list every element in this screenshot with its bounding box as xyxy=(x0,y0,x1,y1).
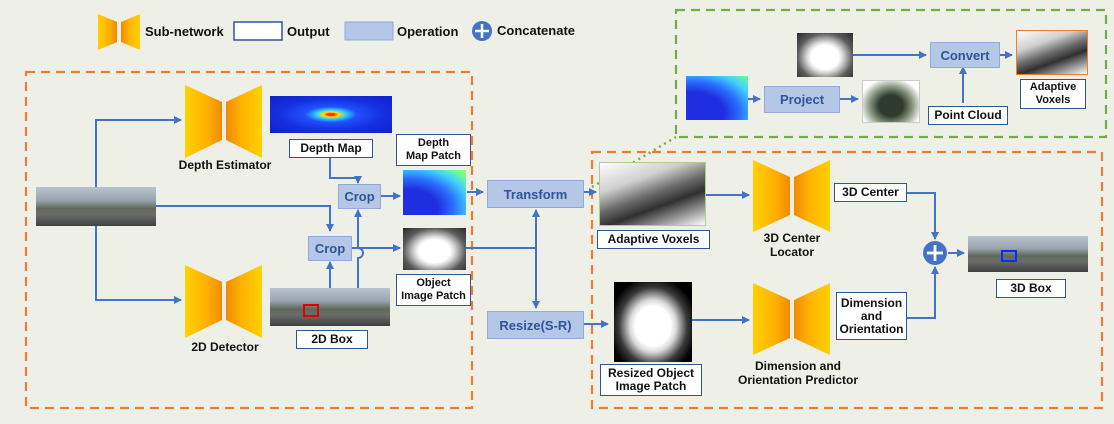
center-locator-label-line2: Locator xyxy=(769,245,814,259)
depth-estimator-label: Depth Estimator xyxy=(178,158,272,172)
inset-dashed-region xyxy=(674,8,1108,139)
object-image-patch-image xyxy=(403,228,466,270)
inset-voxels-image xyxy=(1016,30,1088,75)
inset-voxels-output: Adaptive Voxels xyxy=(1020,79,1086,109)
input-image xyxy=(36,187,156,226)
resized-patch-output: Resized Object Image Patch xyxy=(600,364,702,396)
adaptive-voxels-image xyxy=(599,162,706,226)
resized-patch-image xyxy=(614,282,692,362)
arrow-center-to-concat xyxy=(907,192,939,240)
resized-patch-line2: Image Patch xyxy=(615,379,687,393)
inset-depth-patch-image xyxy=(686,76,748,120)
inset-car-image xyxy=(797,33,853,77)
box-2d-output: 2D Box xyxy=(296,330,368,349)
legend-subnetwork-label: Sub-network xyxy=(145,24,224,39)
project-op: Project xyxy=(764,86,840,113)
center-locator-network xyxy=(753,160,830,232)
legend-concatenate-icon xyxy=(472,21,492,41)
legend-operation-label: Operation xyxy=(397,24,459,39)
point-cloud-image xyxy=(862,80,920,123)
arrow-input-to-crop-bottom xyxy=(156,205,334,232)
adaptive-voxels-output: Adaptive Voxels xyxy=(597,230,710,249)
arrow-input-to-detector xyxy=(95,226,182,304)
depth-map-patch-line1: Depth xyxy=(417,137,450,149)
object-image-patch-line2: Image Patch xyxy=(401,290,466,302)
inset-voxels-line1: Adaptive xyxy=(1029,81,1077,93)
depth-map-output: Depth Map xyxy=(289,139,373,158)
concatenate-node xyxy=(923,241,947,265)
inset-voxels-line2: Voxels xyxy=(1035,94,1071,106)
detector-2d-label: 2D Detector xyxy=(191,340,259,354)
center-locator-label-line1: 3D Center xyxy=(763,231,821,245)
box-3d-image xyxy=(968,236,1088,272)
legend-output-icon xyxy=(233,21,283,41)
dim-predictor-label-line2: Orientation Predictor xyxy=(737,373,859,387)
right-dashed-region xyxy=(590,150,1104,410)
left-dashed-region xyxy=(24,70,474,410)
legend-output-label: Output xyxy=(287,24,330,39)
box-2d-marker xyxy=(303,304,319,317)
dim-predictor-label-line1: Dimension and xyxy=(754,359,841,373)
dim-orient-line1: Dimension xyxy=(840,295,903,310)
dim-orient-line2: and xyxy=(860,308,883,323)
dim-orient-line3: Orientation xyxy=(839,321,904,336)
object-image-patch-line1: Object xyxy=(416,277,451,289)
crop-bottom-op: Crop xyxy=(308,236,352,261)
center-3d-output: 3D Center xyxy=(834,183,907,202)
transform-op: Transform xyxy=(487,180,584,208)
box-3d-output: 3D Box xyxy=(996,279,1066,298)
detector-2d-network xyxy=(185,265,262,338)
convert-op: Convert xyxy=(930,42,1000,68)
depth-map-image xyxy=(270,96,392,133)
crop-top-op: Crop xyxy=(338,184,381,209)
center-locator-label: 3D Center Locator xyxy=(735,231,849,259)
depth-map-patch-line2: Map Patch xyxy=(405,150,461,162)
resized-patch-line1: Resized Object xyxy=(607,366,695,380)
depth-map-patch-image xyxy=(403,170,466,215)
dim-predictor-label: Dimension and Orientation Predictor xyxy=(730,359,866,387)
point-cloud-output: Point Cloud xyxy=(928,106,1008,125)
depth-estimator-network xyxy=(185,85,262,158)
arrow-depthmap-to-crop-top xyxy=(329,158,362,184)
arrow-input-to-depth-estimator xyxy=(95,116,182,187)
depth-map-patch-output: Depth Map Patch xyxy=(396,134,471,166)
legend-subnetwork-icon xyxy=(98,14,140,50)
arrow-dim-to-concat xyxy=(907,266,939,319)
resize-op: Resize(S-R) xyxy=(487,311,584,339)
legend-concatenate-label: Concatenate xyxy=(497,23,576,38)
box-3d-marker xyxy=(1001,250,1017,262)
legend-operation-icon xyxy=(344,21,394,41)
box-2d-image xyxy=(270,288,390,326)
object-image-patch-output: Object Image Patch xyxy=(396,274,471,306)
dim-orient-predictor-network xyxy=(753,283,830,355)
dim-orient-output: Dimension and Orientation xyxy=(836,292,907,340)
